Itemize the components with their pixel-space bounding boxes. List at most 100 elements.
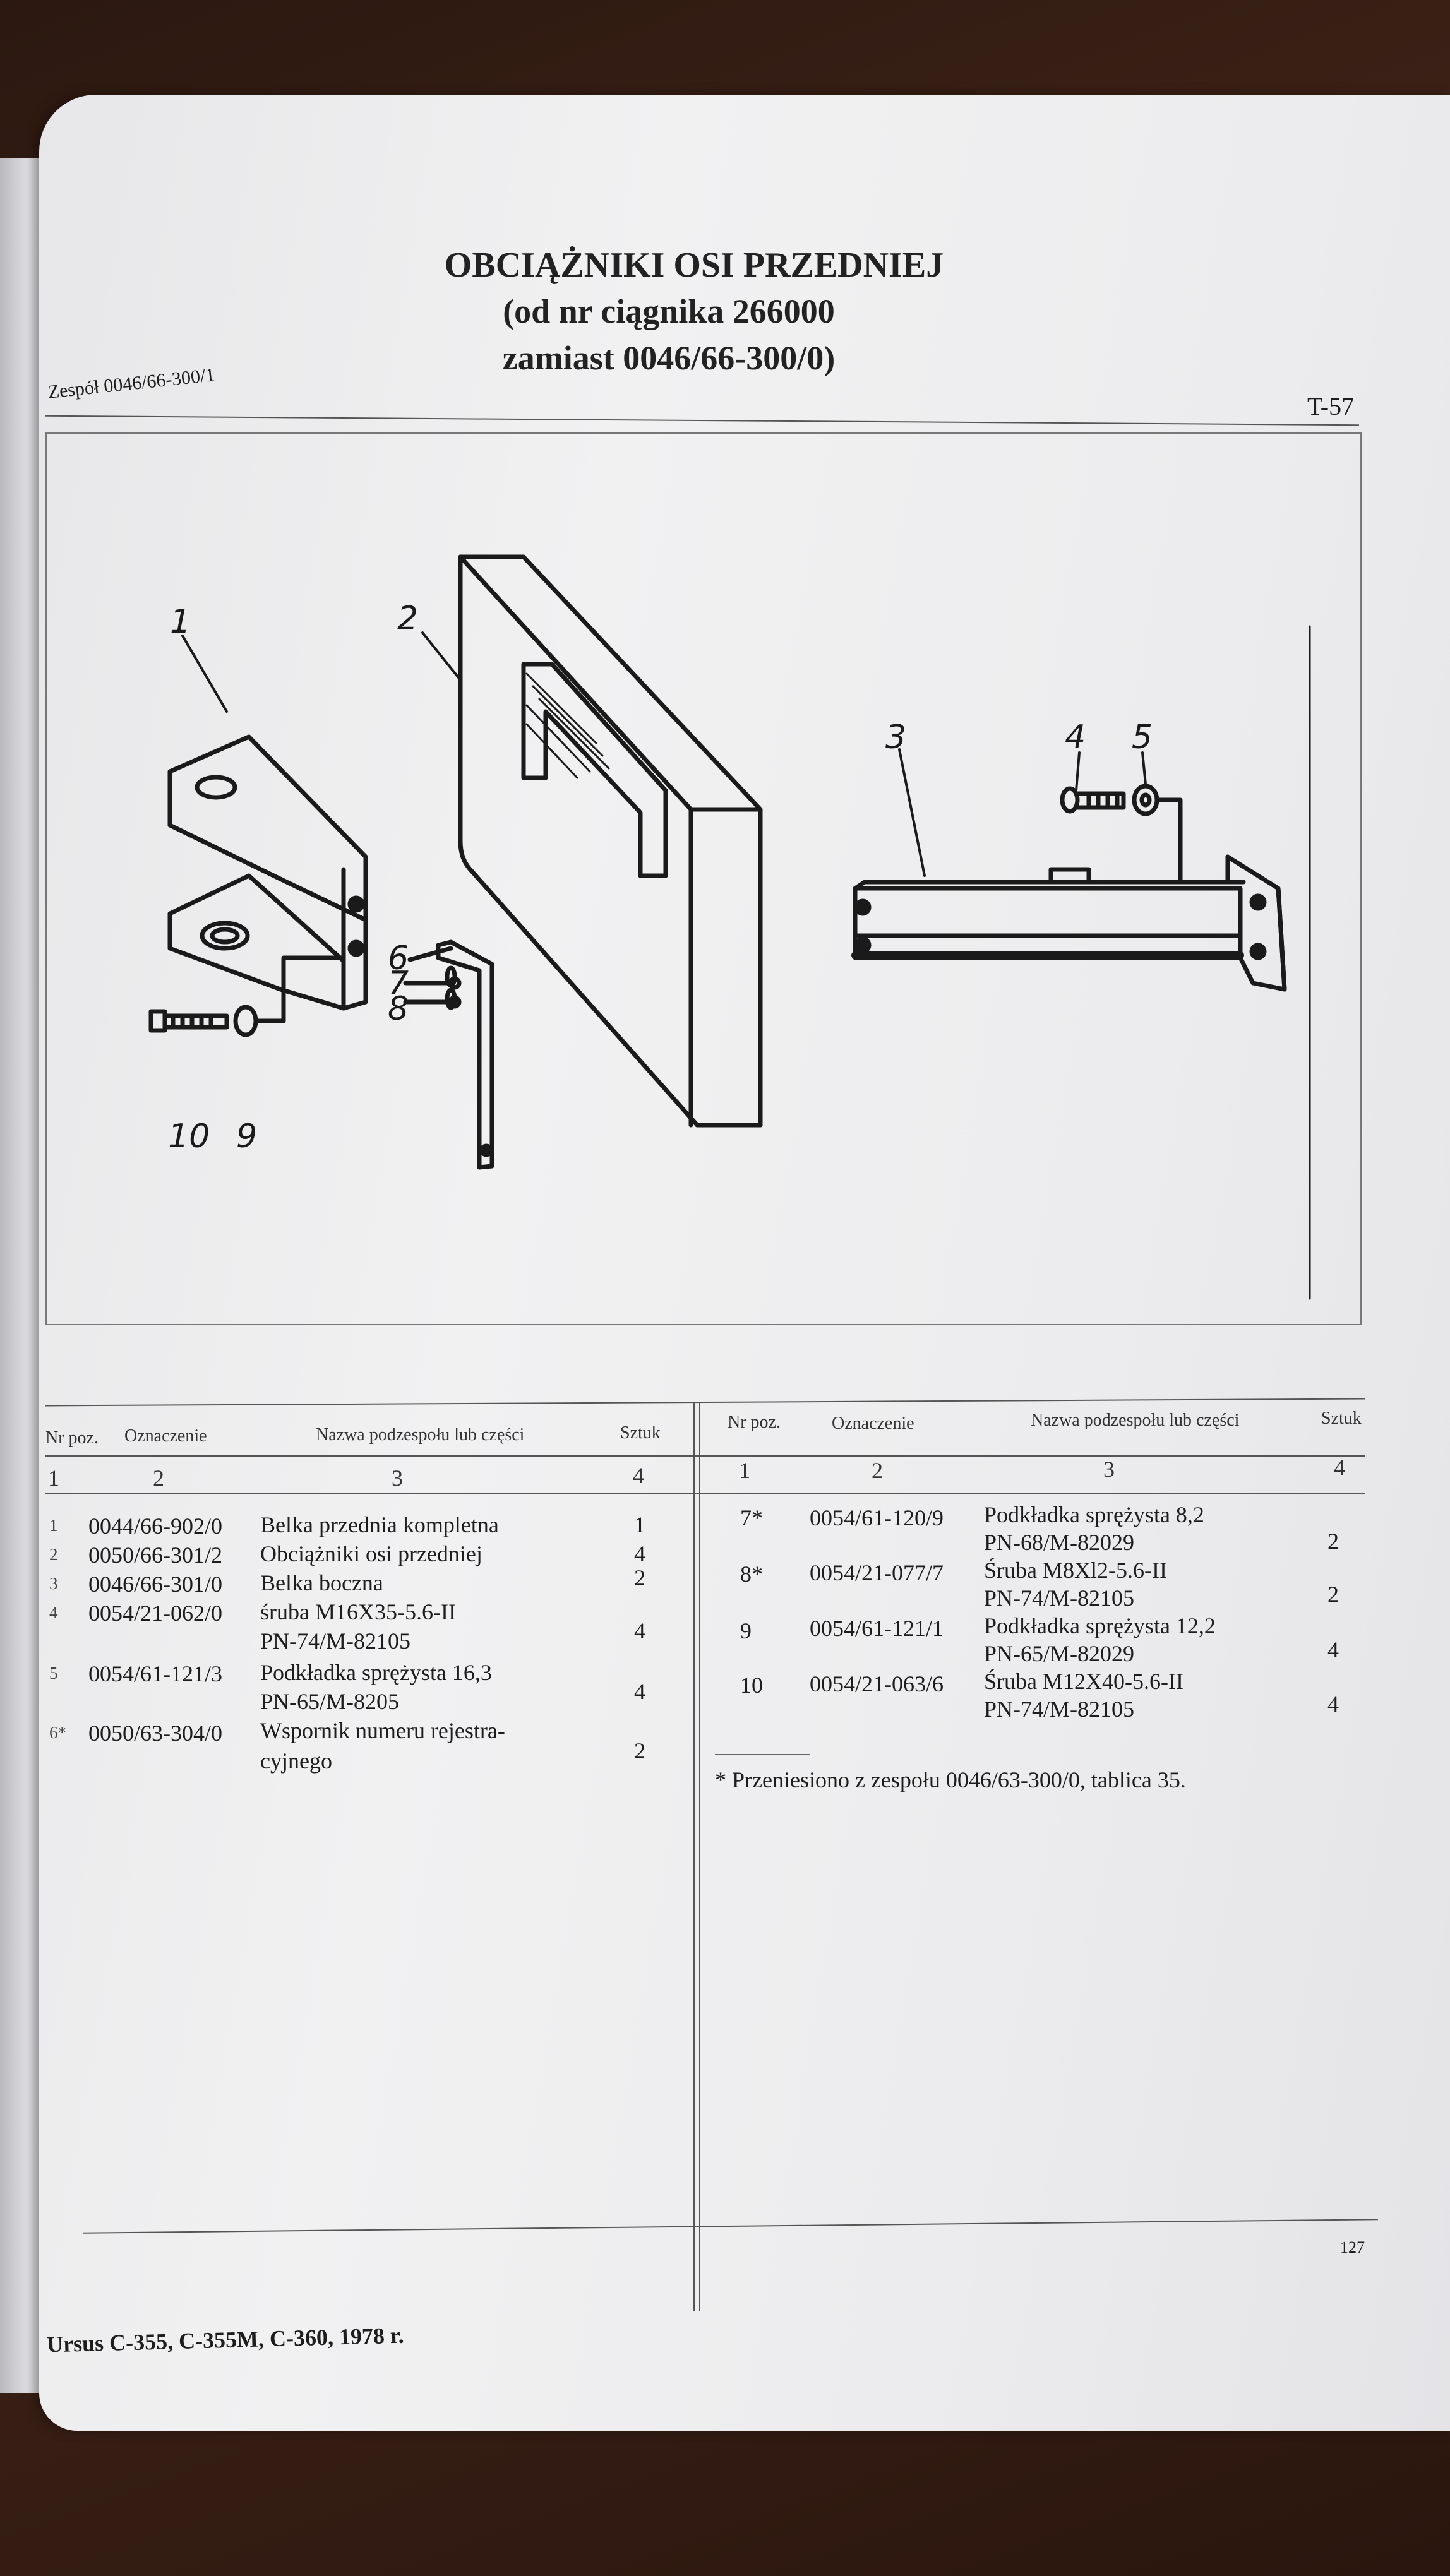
drawing-svg: 1 2 3 4 5 6 7 8 9 10 — [148, 554, 1311, 1300]
row-name: Śruba M12X40-5.6-II — [984, 1669, 1183, 1694]
table-colnum-rule — [45, 1493, 1365, 1494]
page-title-line-3: zamiast 0046/66-300/0) — [502, 339, 836, 377]
book-title-footer: Ursus C-355, C-355M, C-360, 1978 r. — [46, 2322, 405, 2358]
callout-6: 6 — [388, 939, 409, 977]
row-name: Podkładka sprężysta 16,3 — [260, 1660, 492, 1685]
table-center-divider-a — [693, 1402, 695, 2311]
table-top-rule — [45, 1398, 1365, 1407]
row-nr: 2 — [49, 1545, 58, 1564]
row-code: 0054/21-063/6 — [810, 1671, 944, 1696]
right-colnum-2: 2 — [872, 1458, 883, 1483]
row-qty: 4 — [634, 1679, 645, 1704]
row-nr: 4 — [49, 1603, 58, 1622]
row-qty: 2 — [634, 1738, 645, 1763]
row-qty: 4 — [1327, 1691, 1339, 1717]
left-colnum-2: 2 — [153, 1465, 164, 1491]
callout-3: 3 — [885, 719, 906, 756]
row-name-cont: PN-65/M-8205 — [260, 1689, 400, 1714]
row-code: 0050/63-304/0 — [88, 1720, 222, 1746]
row-code: 0054/61-121/3 — [88, 1661, 222, 1686]
row-name-cont: PN-65/M-82029 — [984, 1641, 1135, 1666]
row-qty: 2 — [1327, 1529, 1339, 1554]
footer-rule — [83, 2219, 1378, 2234]
row-qty: 1 — [634, 1512, 645, 1537]
row-nr: 10 — [740, 1673, 763, 1698]
callout-1: 1 — [170, 603, 191, 641]
row-name-cont: PN-74/M-82105 — [984, 1696, 1135, 1722]
row-nr: 3 — [49, 1574, 58, 1593]
row-name: Wspornik numeru rejestra- — [260, 1718, 505, 1743]
callout-10: 10 — [168, 1118, 210, 1155]
page-number: 127 — [1340, 2238, 1365, 2257]
row-code: 0046/66-301/0 — [88, 1571, 222, 1597]
callout-2: 2 — [397, 600, 418, 638]
row-qty: 2 — [1327, 1582, 1339, 1607]
header-rule — [45, 415, 1359, 426]
row-qty: 2 — [634, 1565, 645, 1590]
axle-weight-drawing — [458, 554, 763, 1128]
row-name: Podkładka sprężysta 12,2 — [984, 1613, 1216, 1638]
footnote: * Przeniesiono z zespołu 0046/63-300/0, … — [715, 1767, 1186, 1792]
right-header-code: Oznaczenie — [832, 1414, 914, 1433]
left-header-code: Oznaczenie — [124, 1426, 207, 1446]
row-code: 0054/61-121/1 — [810, 1616, 944, 1641]
callout-8: 8 — [388, 990, 409, 1028]
side-beam-drawing — [851, 625, 1311, 1300]
row-name-cont: cyjnego — [260, 1748, 332, 1774]
left-header-nr: Nr poz. — [45, 1428, 99, 1448]
row-qty: 4 — [634, 1541, 645, 1566]
row-code: 0044/66-902/0 — [88, 1513, 222, 1539]
bolt-and-washer-drawing — [148, 1005, 286, 1037]
row-code: 0054/61-120/9 — [810, 1505, 944, 1530]
row-code: 0050/66-301/2 — [88, 1542, 222, 1568]
exploded-drawing: 1 2 3 4 5 6 7 8 9 10 — [45, 432, 1362, 1325]
row-name: Belka przednia kompletna — [260, 1512, 499, 1537]
registration-plate-bracket-drawing — [403, 939, 494, 1170]
callout-9: 9 — [236, 1118, 257, 1155]
table-number: T-57 — [1307, 392, 1355, 420]
right-colnum-3: 3 — [1103, 1457, 1115, 1482]
table-header-rule — [45, 1455, 1365, 1457]
callout-5: 5 — [1132, 719, 1153, 756]
footnote-rule — [715, 1754, 810, 1755]
row-nr: 7* — [740, 1505, 763, 1530]
right-colnum-4: 4 — [1334, 1455, 1345, 1480]
left-page-edge — [0, 158, 39, 2393]
left-header-name: Nazwa podzespołu lub części — [316, 1425, 525, 1445]
side-beam-bolt-drawing — [1060, 784, 1183, 885]
row-code: 0054/21-077/7 — [810, 1560, 944, 1585]
row-nr: 1 — [49, 1516, 58, 1535]
catalog-page: OBCIĄŻNIKI OSI PRZEDNIEJ (od nr ciągnika… — [39, 95, 1450, 2431]
row-name-cont: PN-68/M-82029 — [984, 1530, 1135, 1555]
page-title-line-1: OBCIĄŻNIKI OSI PRZEDNIEJ — [444, 246, 944, 285]
table-center-divider-b — [699, 1402, 700, 2311]
left-colnum-3: 3 — [392, 1465, 403, 1491]
row-name-cont: PN-74/M-82105 — [260, 1628, 411, 1654]
row-qty: 4 — [634, 1618, 645, 1643]
row-code: 0054/21-062/0 — [88, 1601, 222, 1626]
right-header-nr: Nr poz. — [728, 1412, 781, 1432]
row-nr: 8* — [740, 1561, 763, 1587]
row-name: Obciążniki osi przedniej — [260, 1541, 482, 1566]
row-name: śruba M16X35-5.6-II — [260, 1599, 456, 1625]
row-name: Podkładka sprężysta 8,2 — [984, 1502, 1204, 1527]
callout-7: 7 — [388, 965, 409, 1003]
row-name-cont: PN-74/M-82105 — [984, 1585, 1135, 1611]
row-nr: 6* — [49, 1723, 66, 1742]
front-beam-bracket-drawing — [167, 734, 368, 1020]
callout-leaders — [181, 631, 1147, 877]
left-colnum-1: 1 — [48, 1465, 59, 1491]
callout-4: 4 — [1065, 719, 1086, 756]
callout-labels: 1 2 3 4 5 6 7 8 9 10 — [168, 600, 1153, 1155]
row-name: Śruba M8Xl2-5.6-II — [984, 1558, 1167, 1583]
row-nr: 5 — [49, 1664, 58, 1683]
page-title-line-2: (od nr ciągnika 266000 — [503, 292, 835, 330]
left-colnum-4: 4 — [633, 1463, 644, 1488]
row-qty: 4 — [1327, 1637, 1339, 1662]
right-header-name: Nazwa podzespołu lub części — [1031, 1410, 1240, 1430]
row-name: Belka boczna — [260, 1570, 383, 1595]
right-header-qty: Sztuk — [1321, 1409, 1362, 1428]
row-nr: 9 — [740, 1618, 752, 1643]
right-colnum-1: 1 — [739, 1458, 750, 1483]
left-header-qty: Sztuk — [620, 1423, 661, 1443]
